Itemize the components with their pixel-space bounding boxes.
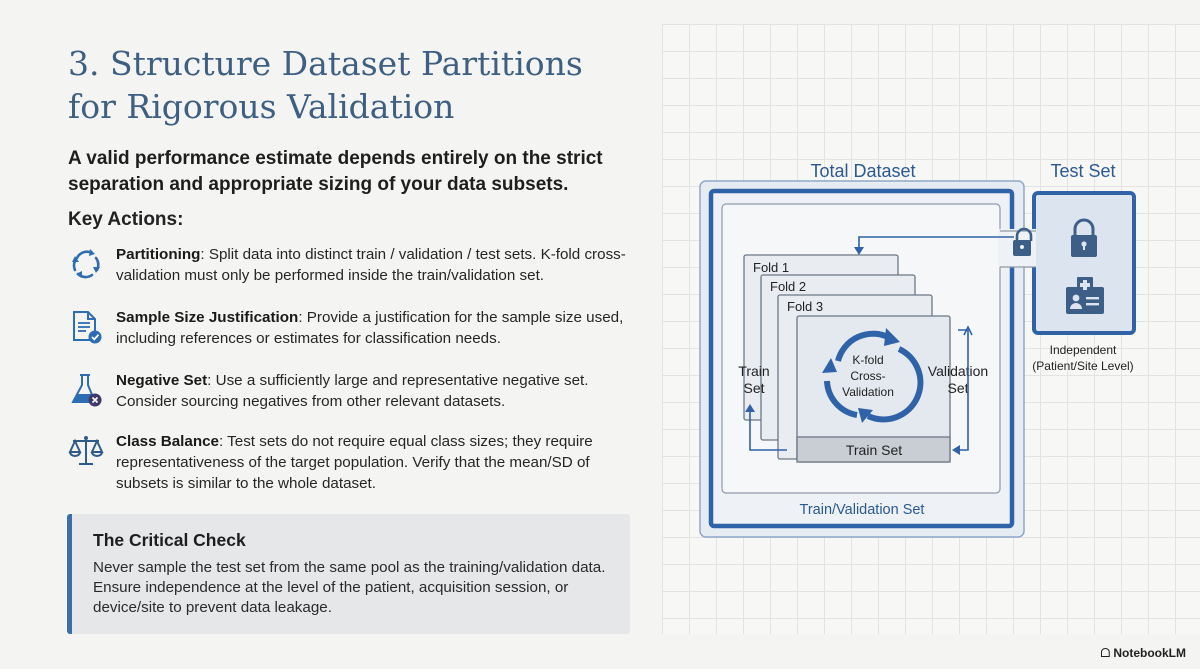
- total-dataset-label: Total Dataset: [810, 161, 915, 181]
- kfold-cycle-icon: [822, 328, 924, 423]
- action-label: Sample Size Justification: [116, 309, 299, 326]
- connector-lock-icon: [1013, 227, 1033, 256]
- action-label: Negative Set: [116, 372, 208, 389]
- balance-scale-icon: [68, 433, 104, 469]
- kfold-label-line3: Validation: [842, 385, 894, 399]
- train-label-line2: Set: [743, 380, 764, 396]
- train-label-line1: Train: [738, 363, 769, 379]
- kfold-label-line2: Cross-: [850, 369, 885, 383]
- lock-icon: [1071, 218, 1097, 257]
- page-subtitle: A valid performance estimate depends ent…: [68, 148, 603, 195]
- validation-label-line2: Set: [947, 380, 968, 396]
- flask-x-icon: [68, 372, 104, 408]
- test-set-label: Test Set: [1050, 161, 1115, 181]
- brand-name: NotebookLM: [1113, 646, 1186, 660]
- train-set-bar: [796, 436, 951, 463]
- key-actions-heading: Key Actions:: [68, 209, 184, 230]
- train-set-bar-label: Train Set: [846, 442, 902, 458]
- action-label: Partitioning: [116, 246, 201, 263]
- fold-2-label: Fold 2: [770, 279, 806, 294]
- patient-id-card-icon: [1066, 277, 1104, 314]
- partition-diagram: Total Dataset Test Set: [662, 24, 1200, 634]
- action-text: : Test sets do not require equal class s…: [116, 433, 593, 492]
- document-check-icon: [68, 309, 104, 345]
- callout-heading: The Critical Check: [93, 530, 246, 550]
- train-validation-label: Train/Validation Set: [800, 502, 925, 518]
- cycle-arrows-icon: [68, 246, 104, 282]
- kfold-label-line1: K-fold: [852, 353, 883, 367]
- page-title: 3. Structure Dataset Partitions for Rigo…: [68, 44, 583, 126]
- critical-check-callout: The Critical Check Never sample the test…: [67, 514, 630, 634]
- partition-diagram-svg: Total Dataset Test Set: [699, 161, 1136, 538]
- callout-body: Never sample the test set from the same …: [93, 559, 606, 616]
- notebooklm-logo-icon: ᗝ: [1100, 646, 1111, 660]
- validation-label-line1: Validation: [928, 363, 988, 379]
- action-text: : Provide a justification for the sample…: [116, 309, 624, 347]
- independent-level-label: (Patient/Site Level): [1032, 359, 1133, 373]
- action-text: : Split data into distinct train / valid…: [116, 246, 626, 284]
- independent-label: Independent: [1050, 343, 1117, 357]
- fold-1-label: Fold 1: [753, 260, 789, 275]
- action-label: Class Balance: [116, 433, 219, 450]
- action-text: : Use a sufficiently large and represent…: [116, 372, 589, 410]
- fold-3-label: Fold 3: [787, 299, 823, 314]
